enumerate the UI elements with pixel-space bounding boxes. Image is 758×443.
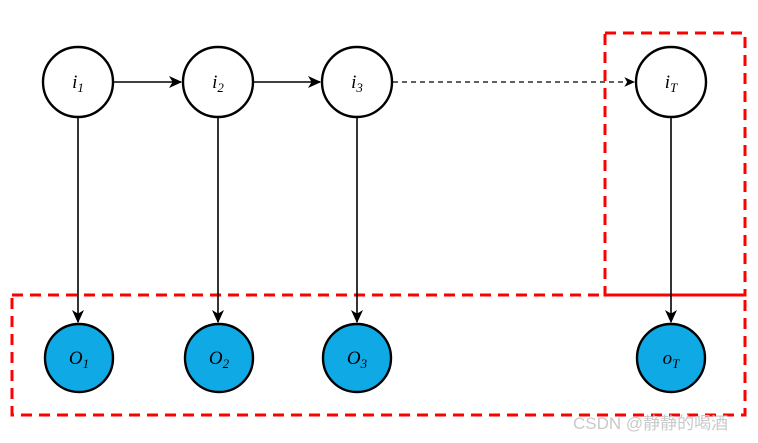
observation-node-label-o2: O2 (209, 348, 230, 371)
observation-node-circle-o3 (321, 322, 393, 394)
observation-node-circle-o1 (43, 322, 115, 394)
hidden-state-node-circle-i3 (320, 45, 394, 119)
hidden-state-node-label-i1: i1 (72, 72, 84, 95)
observation-node-o1: O1 (43, 322, 115, 394)
hidden-state-node-circle-i1 (41, 45, 115, 119)
observation-node-label-o3: O3 (347, 348, 368, 371)
hidden-state-node-label-iT: iT (665, 72, 678, 95)
observation-node-o2: O2 (183, 322, 255, 394)
observation-node-label-o1: O1 (69, 348, 89, 371)
observation-node-circle-o2 (183, 322, 255, 394)
hidden-state-node-i2: i2 (181, 45, 255, 119)
hidden-state-nodes: i1 i2 i3 iT (41, 45, 708, 119)
observation-nodes: O1 O2 O3 oT (43, 322, 707, 394)
observation-node-o3: O3 (321, 322, 393, 394)
group-box-top-right-group (603, 31, 747, 297)
group-box-bottom-group (10, 293, 747, 417)
observation-node-label-oT: oT (663, 348, 681, 371)
edges-layer (72, 76, 677, 324)
hidden-state-node-i3: i3 (320, 45, 394, 119)
observation-node-oT: oT (635, 322, 707, 394)
hidden-state-node-circle-i2 (181, 45, 255, 119)
watermark: CSDN @静静的喝酒 (573, 414, 728, 433)
hidden-state-node-i1: i1 (41, 45, 115, 119)
hidden-state-node-label-i3: i3 (351, 72, 363, 95)
group-boxes-layer (10, 31, 747, 417)
watermark-text: CSDN @静静的喝酒 (573, 414, 728, 433)
hidden-state-node-label-i2: i2 (212, 72, 224, 95)
observation-node-circle-oT (635, 322, 707, 394)
hidden-state-node-iT: iT (634, 45, 708, 119)
hidden-state-node-circle-iT (634, 45, 708, 119)
